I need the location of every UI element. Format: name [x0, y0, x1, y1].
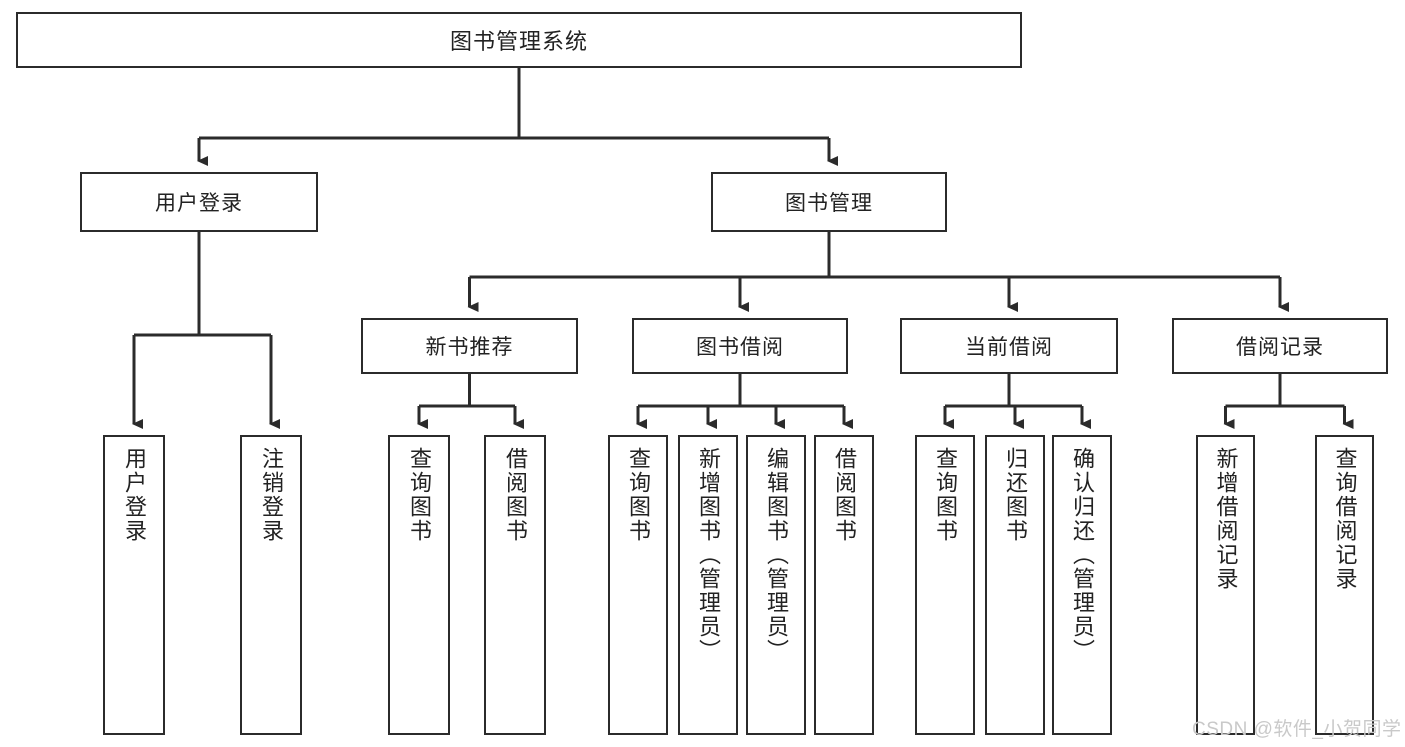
node-label: 图书借阅	[696, 336, 784, 359]
node-label: 查询图书	[406, 447, 432, 543]
node-leaf-add-book-admin: 新增图书（管理员）	[678, 435, 738, 735]
node-leaf-query-book-rec: 查询图书	[388, 435, 450, 735]
node-label: 用户登录	[121, 447, 147, 543]
node-label: 新增借阅记录	[1213, 447, 1239, 591]
node-book-manage: 图书管理	[711, 172, 947, 232]
node-label: 借阅图书	[502, 447, 528, 543]
node-leaf-edit-book-admin: 编辑图书（管理员）	[746, 435, 806, 735]
node-label: 新增图书（管理员）	[695, 447, 721, 663]
node-leaf-add-borrow-record: 新增借阅记录	[1196, 435, 1255, 735]
node-label: 查询图书	[625, 447, 651, 543]
node-leaf-borrow-book: 借阅图书	[814, 435, 874, 735]
node-label: 查询图书	[932, 447, 958, 543]
node-borrow-record: 借阅记录	[1172, 318, 1388, 374]
node-leaf-confirm-return: 确认归还（管理员）	[1052, 435, 1112, 735]
node-leaf-query-borrow-record: 查询借阅记录	[1315, 435, 1374, 735]
node-leaf-user-login: 用户登录	[103, 435, 165, 735]
node-label: 编辑图书（管理员）	[763, 447, 789, 663]
node-label: 图书管理	[785, 192, 873, 215]
node-current-borrow: 当前借阅	[900, 318, 1118, 374]
node-leaf-return-book: 归还图书	[985, 435, 1045, 735]
node-leaf-borrow-book-rec: 借阅图书	[484, 435, 546, 735]
node-label: 借阅图书	[831, 447, 857, 543]
node-label: 注销登录	[258, 447, 284, 543]
node-leaf-query-book: 查询图书	[608, 435, 668, 735]
node-label: 图书管理系统	[449, 29, 588, 54]
node-root-title: 图书管理系统	[16, 12, 1022, 68]
node-label: 查询借阅记录	[1332, 447, 1358, 591]
node-label: 当前借阅	[965, 336, 1053, 359]
node-label: 新书推荐	[425, 336, 514, 359]
node-book-borrow: 图书借阅	[632, 318, 848, 374]
node-leaf-logout-login: 注销登录	[240, 435, 302, 735]
node-label: 用户登录	[155, 192, 243, 215]
node-label: 确认归还（管理员）	[1069, 447, 1095, 663]
node-user-login: 用户登录	[80, 172, 318, 232]
node-label: 归还图书	[1002, 447, 1028, 543]
node-new-book-rec: 新书推荐	[361, 318, 578, 374]
node-leaf-query-book-cur: 查询图书	[915, 435, 975, 735]
node-label: 借阅记录	[1236, 336, 1324, 359]
